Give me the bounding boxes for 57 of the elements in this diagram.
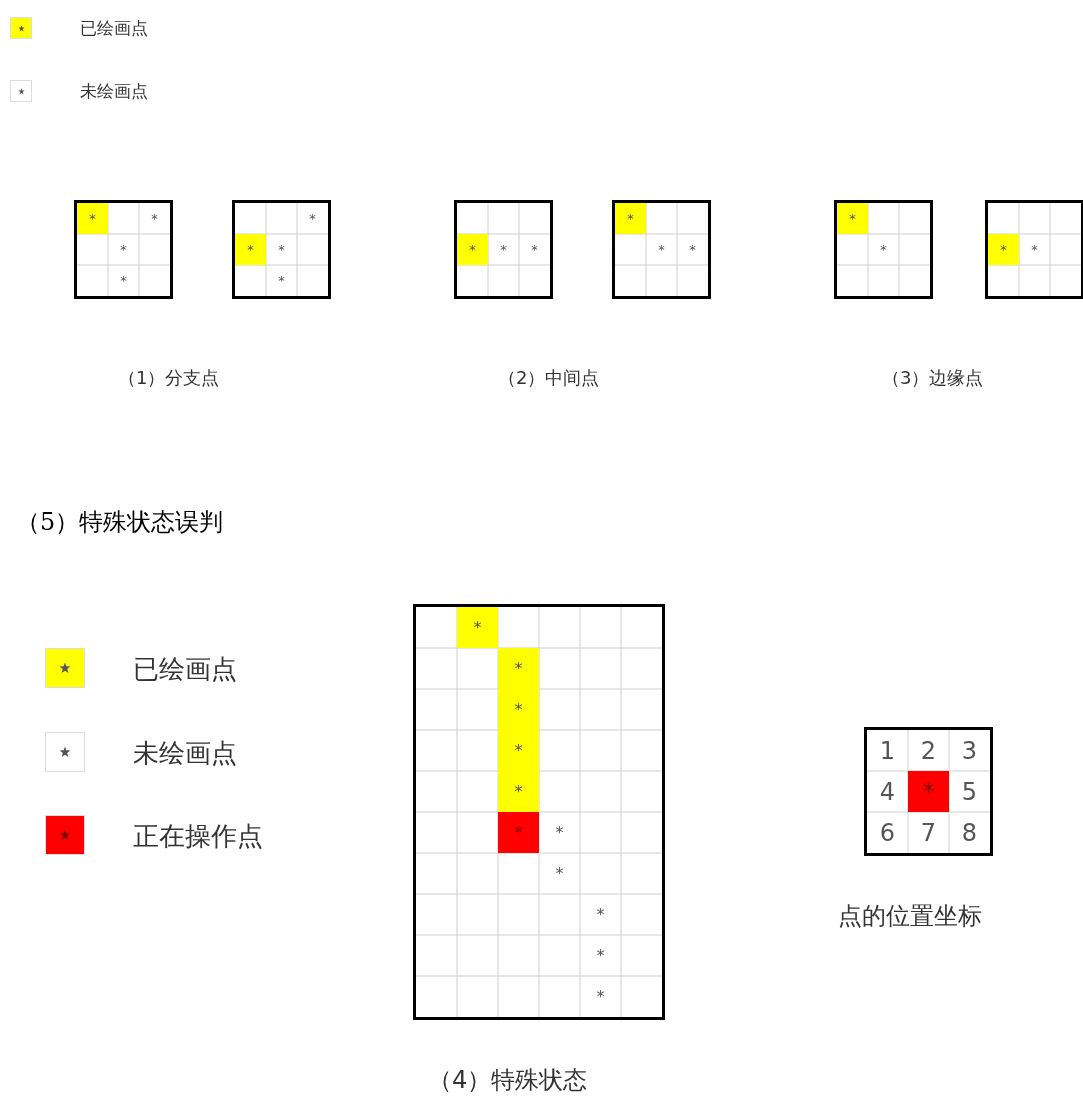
figure-caption: （2）中间点 xyxy=(498,366,600,390)
filled-grid-point: * xyxy=(77,203,108,234)
legend-label: 未绘画点 xyxy=(133,736,237,770)
legend-label: 正在操作点 xyxy=(133,819,263,853)
grid-point: * xyxy=(266,234,297,265)
filled-grid-point: * xyxy=(837,203,868,234)
filled-grid-point: * xyxy=(908,771,949,812)
filled-grid-point: * xyxy=(498,730,539,771)
pixel-grid xyxy=(232,200,331,299)
position-number: 1 xyxy=(867,730,908,771)
pixel-grid xyxy=(864,727,993,856)
filled-grid-point: * xyxy=(498,648,539,689)
position-number: 4 xyxy=(867,771,908,812)
position-number: 3 xyxy=(949,730,990,771)
grid-point: * xyxy=(539,853,580,894)
grid-point: * xyxy=(677,234,708,265)
grid-point: * xyxy=(646,234,677,265)
grid-point: * xyxy=(297,203,328,234)
grid-point: * xyxy=(488,234,519,265)
grid-point: * xyxy=(266,265,297,296)
grid-point: * xyxy=(1019,234,1050,265)
grid-point: * xyxy=(108,234,139,265)
legend-label: 已绘画点 xyxy=(133,652,237,686)
pixel-grid xyxy=(74,200,173,299)
filled-grid-point: * xyxy=(498,812,539,853)
position-number: 7 xyxy=(908,812,949,853)
grid-point: * xyxy=(539,812,580,853)
grid-point: * xyxy=(580,935,621,976)
grid-point: * xyxy=(580,894,621,935)
grid-point: * xyxy=(580,976,621,1017)
position-number: 6 xyxy=(867,812,908,853)
grid-point: * xyxy=(868,234,899,265)
pixel-grid xyxy=(985,200,1083,299)
position-number: 5 xyxy=(949,771,990,812)
section-heading: （5）特殊状态误判 xyxy=(16,507,224,538)
pixel-grid xyxy=(834,200,933,299)
legend-label: 未绘画点 xyxy=(80,80,148,104)
filled-grid-point: * xyxy=(457,234,488,265)
position-number: 2 xyxy=(908,730,949,771)
figure-caption: （1）分支点 xyxy=(118,366,220,390)
filled-grid-point: * xyxy=(988,234,1019,265)
figure-caption: 点的位置坐标 xyxy=(838,901,982,932)
pixel-grid xyxy=(413,604,665,1020)
grid-point: * xyxy=(108,265,139,296)
pixel-grid xyxy=(454,200,553,299)
figure-caption: （3）边缘点 xyxy=(882,366,984,390)
figure-caption: （4）特殊状态 xyxy=(428,1065,588,1096)
grid-point: * xyxy=(139,203,170,234)
filled-grid-point: * xyxy=(235,234,266,265)
position-number: 8 xyxy=(949,812,990,853)
filled-grid-point: * xyxy=(615,203,646,234)
filled-grid-point: * xyxy=(498,689,539,730)
filled-grid-point: * xyxy=(498,771,539,812)
filled-grid-point: * xyxy=(457,607,498,648)
grid-point: * xyxy=(519,234,550,265)
legend-label: 已绘画点 xyxy=(80,17,148,41)
pixel-grid xyxy=(612,200,711,299)
